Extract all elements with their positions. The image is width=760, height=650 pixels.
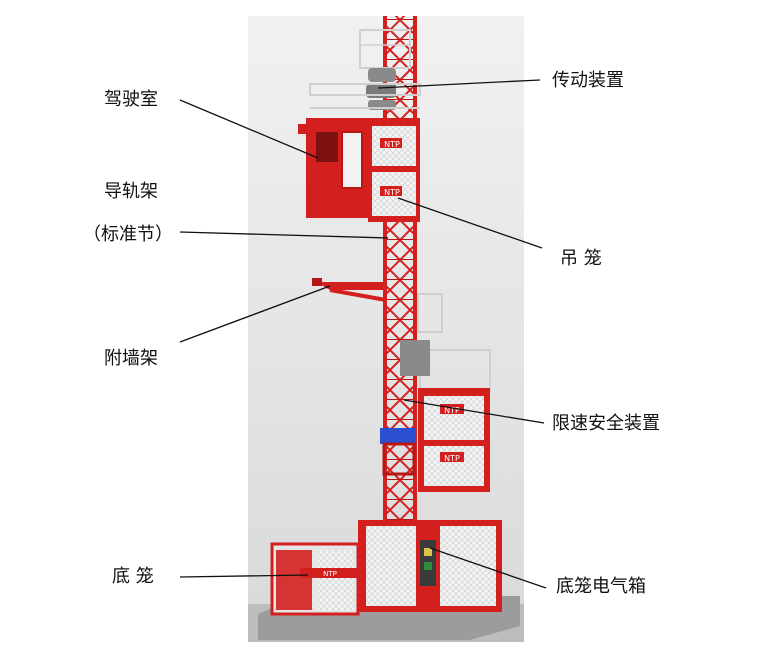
cage-badge-lower-2: NTP — [444, 454, 460, 463]
mast — [383, 16, 417, 606]
cage-badge-base: NTP — [323, 570, 337, 578]
drive-unit-shape — [366, 68, 396, 110]
cage-badge-upper: NTP — [384, 140, 400, 149]
upper-cage — [298, 83, 421, 222]
cage-badge-lower: NTP — [444, 406, 460, 415]
label-wall-tie: 附墙架 — [104, 348, 158, 369]
leader-mast — [179, 231, 389, 239]
label-base-enclosure: 底 笼 — [112, 566, 154, 587]
label-mast-note: （标准节） — [83, 224, 173, 245]
label-safety-device: 限速安全装置 — [552, 413, 660, 434]
leader-safety — [403, 399, 545, 424]
label-mast: 导轨架 — [104, 181, 158, 202]
leader-base — [179, 574, 309, 578]
label-drive-unit: 传动装置 — [552, 70, 624, 91]
base-enclosure-shape — [270, 520, 502, 616]
cage-badge-upper-2: NTP — [384, 188, 400, 197]
safety-device-shape — [380, 428, 416, 444]
leader-cab — [179, 99, 319, 159]
leader-lines — [179, 79, 547, 589]
leader-electric — [429, 547, 547, 589]
label-cage: 吊 笼 — [560, 248, 602, 269]
lower-cage — [380, 293, 491, 492]
label-cab: 驾驶室 — [104, 89, 158, 110]
leader-drive — [377, 79, 541, 89]
label-base-electric-box: 底笼电气箱 — [556, 576, 646, 597]
wall-tie-shape — [312, 278, 387, 302]
leader-wall-tie — [179, 285, 331, 343]
leader-cage — [397, 197, 543, 249]
